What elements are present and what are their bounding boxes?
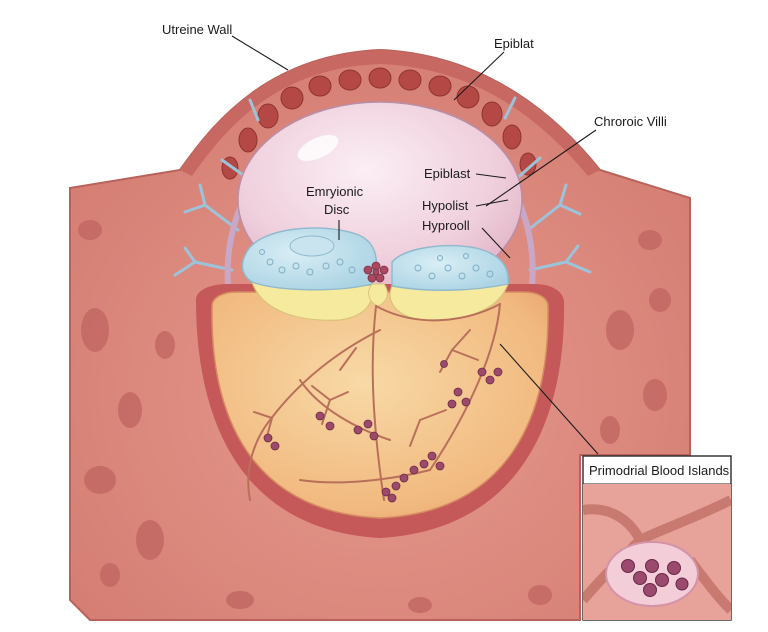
leader-uterine-wall	[231, 35, 289, 71]
label-hyproll: Hyprooll	[422, 218, 470, 233]
leader-epiblast-top	[453, 51, 505, 101]
label-epiblast-top: Epiblat	[494, 36, 534, 51]
decidual-patches	[78, 220, 671, 613]
label-epiblast: Epiblast	[424, 166, 471, 181]
disc-nucleus	[289, 235, 335, 257]
leader-hypoblast	[475, 199, 509, 207]
yolk-blood-islands	[263, 360, 503, 503]
label-uterine-wall: Utreine Wall	[162, 22, 232, 37]
uterine-wall-band	[180, 50, 600, 176]
embryonic-disc-right	[391, 245, 509, 291]
disc-cells	[259, 249, 494, 280]
yolk-vessels	[247, 303, 501, 501]
maternal-cells-row	[221, 67, 537, 180]
leader-epiblast	[475, 173, 507, 179]
label-embryonic-disc-2: Disc	[324, 202, 350, 217]
leader-blood-islands	[499, 343, 599, 455]
bubble-highlight	[297, 135, 339, 161]
label-embryonic-disc-1: Emryionic	[306, 184, 364, 199]
central-cell-cluster	[363, 261, 389, 283]
leader-chorionic-villi	[485, 129, 597, 207]
inset-blood-islands: Primodrial Blood Islands	[582, 455, 732, 621]
chorionic-villi	[173, 96, 592, 277]
leader-hyproll	[481, 227, 511, 259]
label-chorionic-villi: Chroroic Villi	[594, 114, 667, 129]
label-hypoblast: Hypolist	[422, 198, 469, 213]
inset-title: Primodrial Blood Islands	[589, 463, 730, 478]
